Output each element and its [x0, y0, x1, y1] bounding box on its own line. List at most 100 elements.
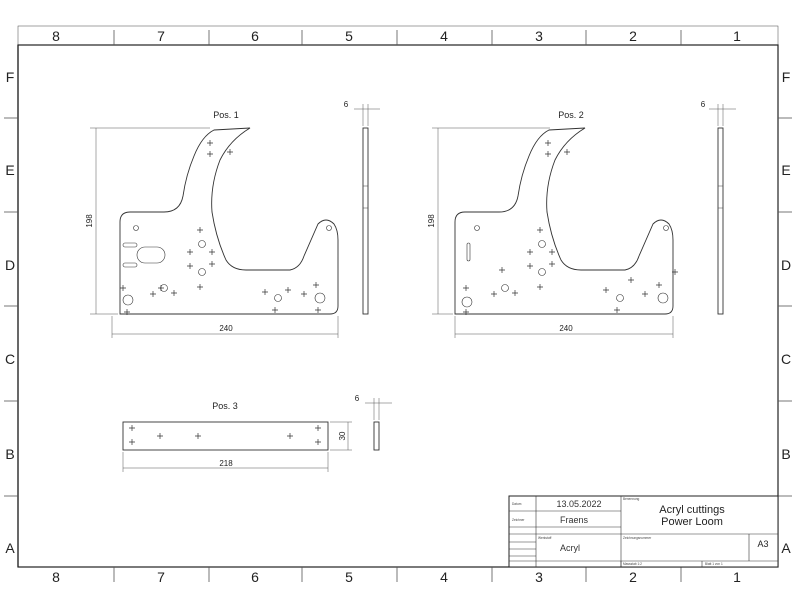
pos2-hole: [461, 296, 473, 308]
pos3-width-dimension: [122, 452, 329, 472]
col-label-top-4: 4: [440, 28, 448, 44]
pos2-width-value: 240: [559, 324, 573, 333]
row-dividers: [4, 117, 792, 497]
col-label-bottom-4: 4: [440, 569, 448, 585]
pos1-hole: [133, 225, 139, 231]
pos2-hole: [538, 240, 546, 248]
pos2-label: Pos. 2: [558, 110, 584, 120]
pos3-cross-marks: [129, 425, 321, 445]
pos3-height-dimension: [330, 421, 352, 451]
pos3-outline: [122, 421, 329, 451]
pos2-width-dimension: [454, 316, 674, 338]
title-label: Benennung: [623, 497, 640, 501]
pos2-hole: [616, 294, 624, 302]
pos2-hole: [474, 225, 480, 231]
column-dividers: [113, 30, 682, 582]
pos2-thickness-value: 6: [701, 100, 706, 109]
pos1-height-dimension: [90, 127, 210, 315]
scale-label: Massstab 1:2: [623, 562, 642, 566]
pos2-hole: [538, 268, 546, 276]
author-label: Zeichner: [512, 518, 525, 522]
format-value: A3: [757, 539, 768, 549]
row-label-left-A: A: [5, 540, 15, 556]
row-label-right-D: D: [781, 257, 791, 273]
drawing-frame: [17, 44, 779, 568]
pos2-height-value: 198: [427, 214, 436, 228]
col-label-top-6: 6: [251, 28, 259, 44]
col-label-top-1: 1: [733, 28, 741, 44]
pos2-thickness-dimension: [709, 104, 736, 126]
title-line-1: Acryl cuttings: [659, 504, 725, 516]
title-block-grid: [509, 496, 778, 567]
pos1-oval-cutout: [136, 246, 166, 264]
col-label-top-5: 5: [345, 28, 353, 44]
pos2-height-dimension: [432, 127, 550, 315]
drawing-number-label: Zeichnungsnummer: [623, 536, 652, 540]
pos1-hole: [198, 268, 206, 276]
pos1-label: Pos. 1: [213, 110, 239, 120]
pos1-width-value: 240: [219, 324, 233, 333]
row-label-left-D: D: [5, 257, 15, 273]
date-value: 13.05.2022: [556, 499, 601, 509]
row-label-right-B: B: [781, 446, 790, 462]
material-value: Acryl: [560, 543, 580, 553]
pos1-slot-upper: [122, 242, 138, 248]
pos3-side-view: [373, 421, 380, 451]
title-line-2: Power Loom: [661, 516, 723, 528]
pos1-outline: [119, 127, 339, 315]
row-label-left-E: E: [5, 162, 14, 178]
row-label-right-C: C: [781, 351, 791, 367]
row-label-left-C: C: [5, 351, 15, 367]
col-label-bottom-6: 6: [251, 569, 259, 585]
pos1-thickness-dimension: [354, 104, 380, 126]
part-pos1: Pos. 1: [85, 100, 380, 338]
pos1-hole: [274, 294, 282, 302]
col-label-bottom-3: 3: [535, 569, 543, 585]
col-label-bottom-1: 1: [733, 569, 741, 585]
pos1-hole: [326, 225, 332, 231]
col-label-bottom-8: 8: [52, 569, 60, 585]
part-pos2: Pos. 2 1: [427, 100, 736, 338]
pos2-hole: [501, 284, 509, 292]
pos2-outline: [454, 127, 674, 315]
col-label-bottom-5: 5: [345, 569, 353, 585]
pos1-width-dimension: [111, 316, 339, 338]
pos1-hole: [198, 240, 206, 248]
pos1-slot-lower: [122, 262, 138, 268]
row-label-right-A: A: [781, 540, 791, 556]
material-label: Werkstoff: [538, 536, 551, 540]
date-label: Datum: [512, 502, 522, 506]
pos2-hole: [657, 292, 669, 304]
col-label-top-3: 3: [535, 28, 543, 44]
row-label-right-E: E: [781, 162, 790, 178]
pos1-hole: [314, 292, 326, 304]
pos3-label: Pos. 3: [212, 401, 238, 411]
row-label-right-F: F: [782, 69, 791, 85]
title-block: Datum 13.05.2022 Zeichner Fraens Benennu…: [508, 495, 779, 568]
pos2-slot: [466, 242, 471, 262]
pos1-hole: [122, 294, 134, 306]
pos2-hole: [663, 225, 669, 231]
col-label-bottom-7: 7: [157, 569, 165, 585]
pos1-side-view: [362, 127, 369, 315]
pos3-height-value: 30: [338, 431, 347, 440]
pos1-cross-marks: [120, 140, 321, 315]
col-label-top-2: 2: [629, 28, 637, 44]
col-label-bottom-2: 2: [629, 569, 637, 585]
row-label-left-F: F: [6, 69, 15, 85]
part-pos3: Pos. 3 218 30 6: [122, 394, 392, 472]
title-block-border: [508, 495, 779, 568]
sheet-label: Blatt 1 von 1: [705, 562, 723, 566]
col-label-top-8: 8: [52, 28, 60, 44]
pos3-thickness-value: 6: [355, 394, 360, 403]
pos3-width-value: 218: [219, 459, 233, 468]
pos1-thickness-value: 6: [344, 100, 349, 109]
pos1-height-value: 198: [85, 214, 94, 228]
pos2-cross-marks: [463, 140, 678, 315]
row-label-left-B: B: [5, 446, 14, 462]
author-value: Fraens: [560, 515, 589, 525]
pos2-side-view: [717, 127, 724, 315]
pos3-thickness-dimension: [365, 398, 392, 420]
col-label-top-7: 7: [157, 28, 165, 44]
